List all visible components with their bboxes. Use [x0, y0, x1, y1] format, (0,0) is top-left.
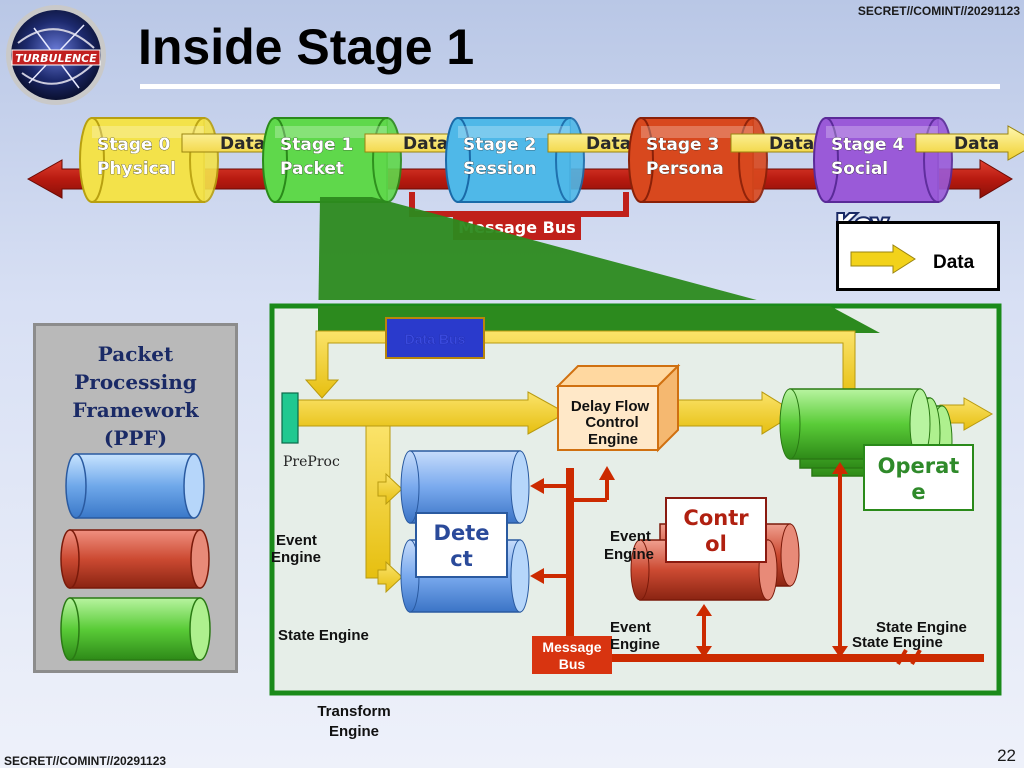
ppf-green-cylinder [60, 597, 211, 661]
transform-engine-1: Transform [317, 703, 390, 720]
state-engine-right-1: State Engine [876, 619, 967, 636]
page-title: Inside Stage 1 [138, 19, 475, 75]
stage-0-data-label: Data [220, 134, 265, 154]
stage-1-label-2: Packet [280, 159, 344, 179]
event-engine-bottom-2: Engine [610, 636, 660, 653]
ppf-title: Packet Processing Framework (PPF) [72, 342, 199, 450]
stage-4-cylinder: Stage 4 Social Data [813, 117, 1024, 203]
stage-4-label-2: Social [831, 159, 888, 179]
message-bus-box-label-1: Message [542, 639, 601, 655]
engine-labels: Event Engine State Engine Event Engine E… [271, 528, 967, 740]
message-bus-box [532, 636, 612, 674]
title-divider [140, 84, 1000, 89]
ppf-cylinders [60, 453, 211, 661]
state-engine-right-2: State Engine [852, 634, 943, 651]
turbulence-logo: TURBULENCE [4, 3, 108, 107]
stage1-zoom-wedge [318, 197, 757, 300]
stage-0-label-2: Physical [97, 159, 176, 179]
classification-banner-bottom: SECRET//COMINT//20291123 [4, 754, 167, 768]
data-arrow-icon [850, 244, 916, 274]
stage-2-data-label: Data [586, 134, 631, 154]
event-engine-left-1: Event [276, 532, 317, 549]
stage-2-cylinder: Stage 2 Session Data [445, 117, 672, 203]
stage-1-data-label: Data [403, 134, 448, 154]
stage-1-cylinder: Stage 1 Packet Data [262, 117, 489, 203]
delay-flow-control-engine: Delay Flow Control Engine [555, 363, 681, 453]
bus-break-marks [896, 649, 922, 665]
ppf-blue-cylinder [65, 453, 205, 519]
svg-text:Engine: Engine [588, 431, 638, 448]
classification-banner-top: SECRET//COMINT//20291123 [857, 4, 1020, 18]
stage-2-label-2: Session [463, 159, 537, 179]
legend-box: Data [836, 221, 1000, 291]
legend-data-label: Data [933, 252, 975, 273]
event-engine-left-2: Engine [271, 549, 321, 566]
event-engine-mid-2: Engine [604, 546, 654, 563]
stage-3-data-label: Data [769, 134, 814, 154]
data-flow-arrows [297, 330, 994, 594]
stage-4-label-1: Stage 4 [831, 135, 904, 155]
stage-0-label-1: Stage 0 [97, 135, 170, 155]
stage-4-data-label: Data [954, 134, 999, 154]
stage-2-label-1: Stage 2 [463, 135, 536, 155]
preproc-box [281, 392, 299, 444]
page-number: 22 [997, 746, 1016, 765]
stage-3-label-2: Persona [646, 159, 724, 179]
svg-text:Delay Flow: Delay Flow [571, 398, 650, 415]
svg-text:Control: Control [585, 414, 638, 431]
data-bus-label: Data Bus [405, 331, 466, 347]
state-engine-left: State Engine [278, 627, 369, 644]
data-bus-box [385, 317, 485, 359]
logo-text: TURBULENCE [15, 52, 97, 65]
stage-4-data-arrow [915, 125, 1024, 161]
stage-3-cylinder: Stage 3 Persona Data [628, 117, 855, 203]
stage-1-label-1: Stage 1 [280, 135, 353, 155]
message-bus-lines [530, 462, 984, 662]
ppf-red-cylinder [60, 529, 210, 589]
transform-engine-2: Engine [329, 723, 379, 740]
stage-3-label-1: Stage 3 [646, 135, 719, 155]
ppf-legend-box: Packet Processing Framework (PPF) [33, 323, 238, 673]
event-engine-bottom-1: Event [610, 619, 651, 636]
event-engine-mid-1: Event [610, 528, 651, 545]
message-bus-box-label-2: Bus [559, 656, 586, 672]
preproc-label: PreProc [283, 454, 340, 470]
